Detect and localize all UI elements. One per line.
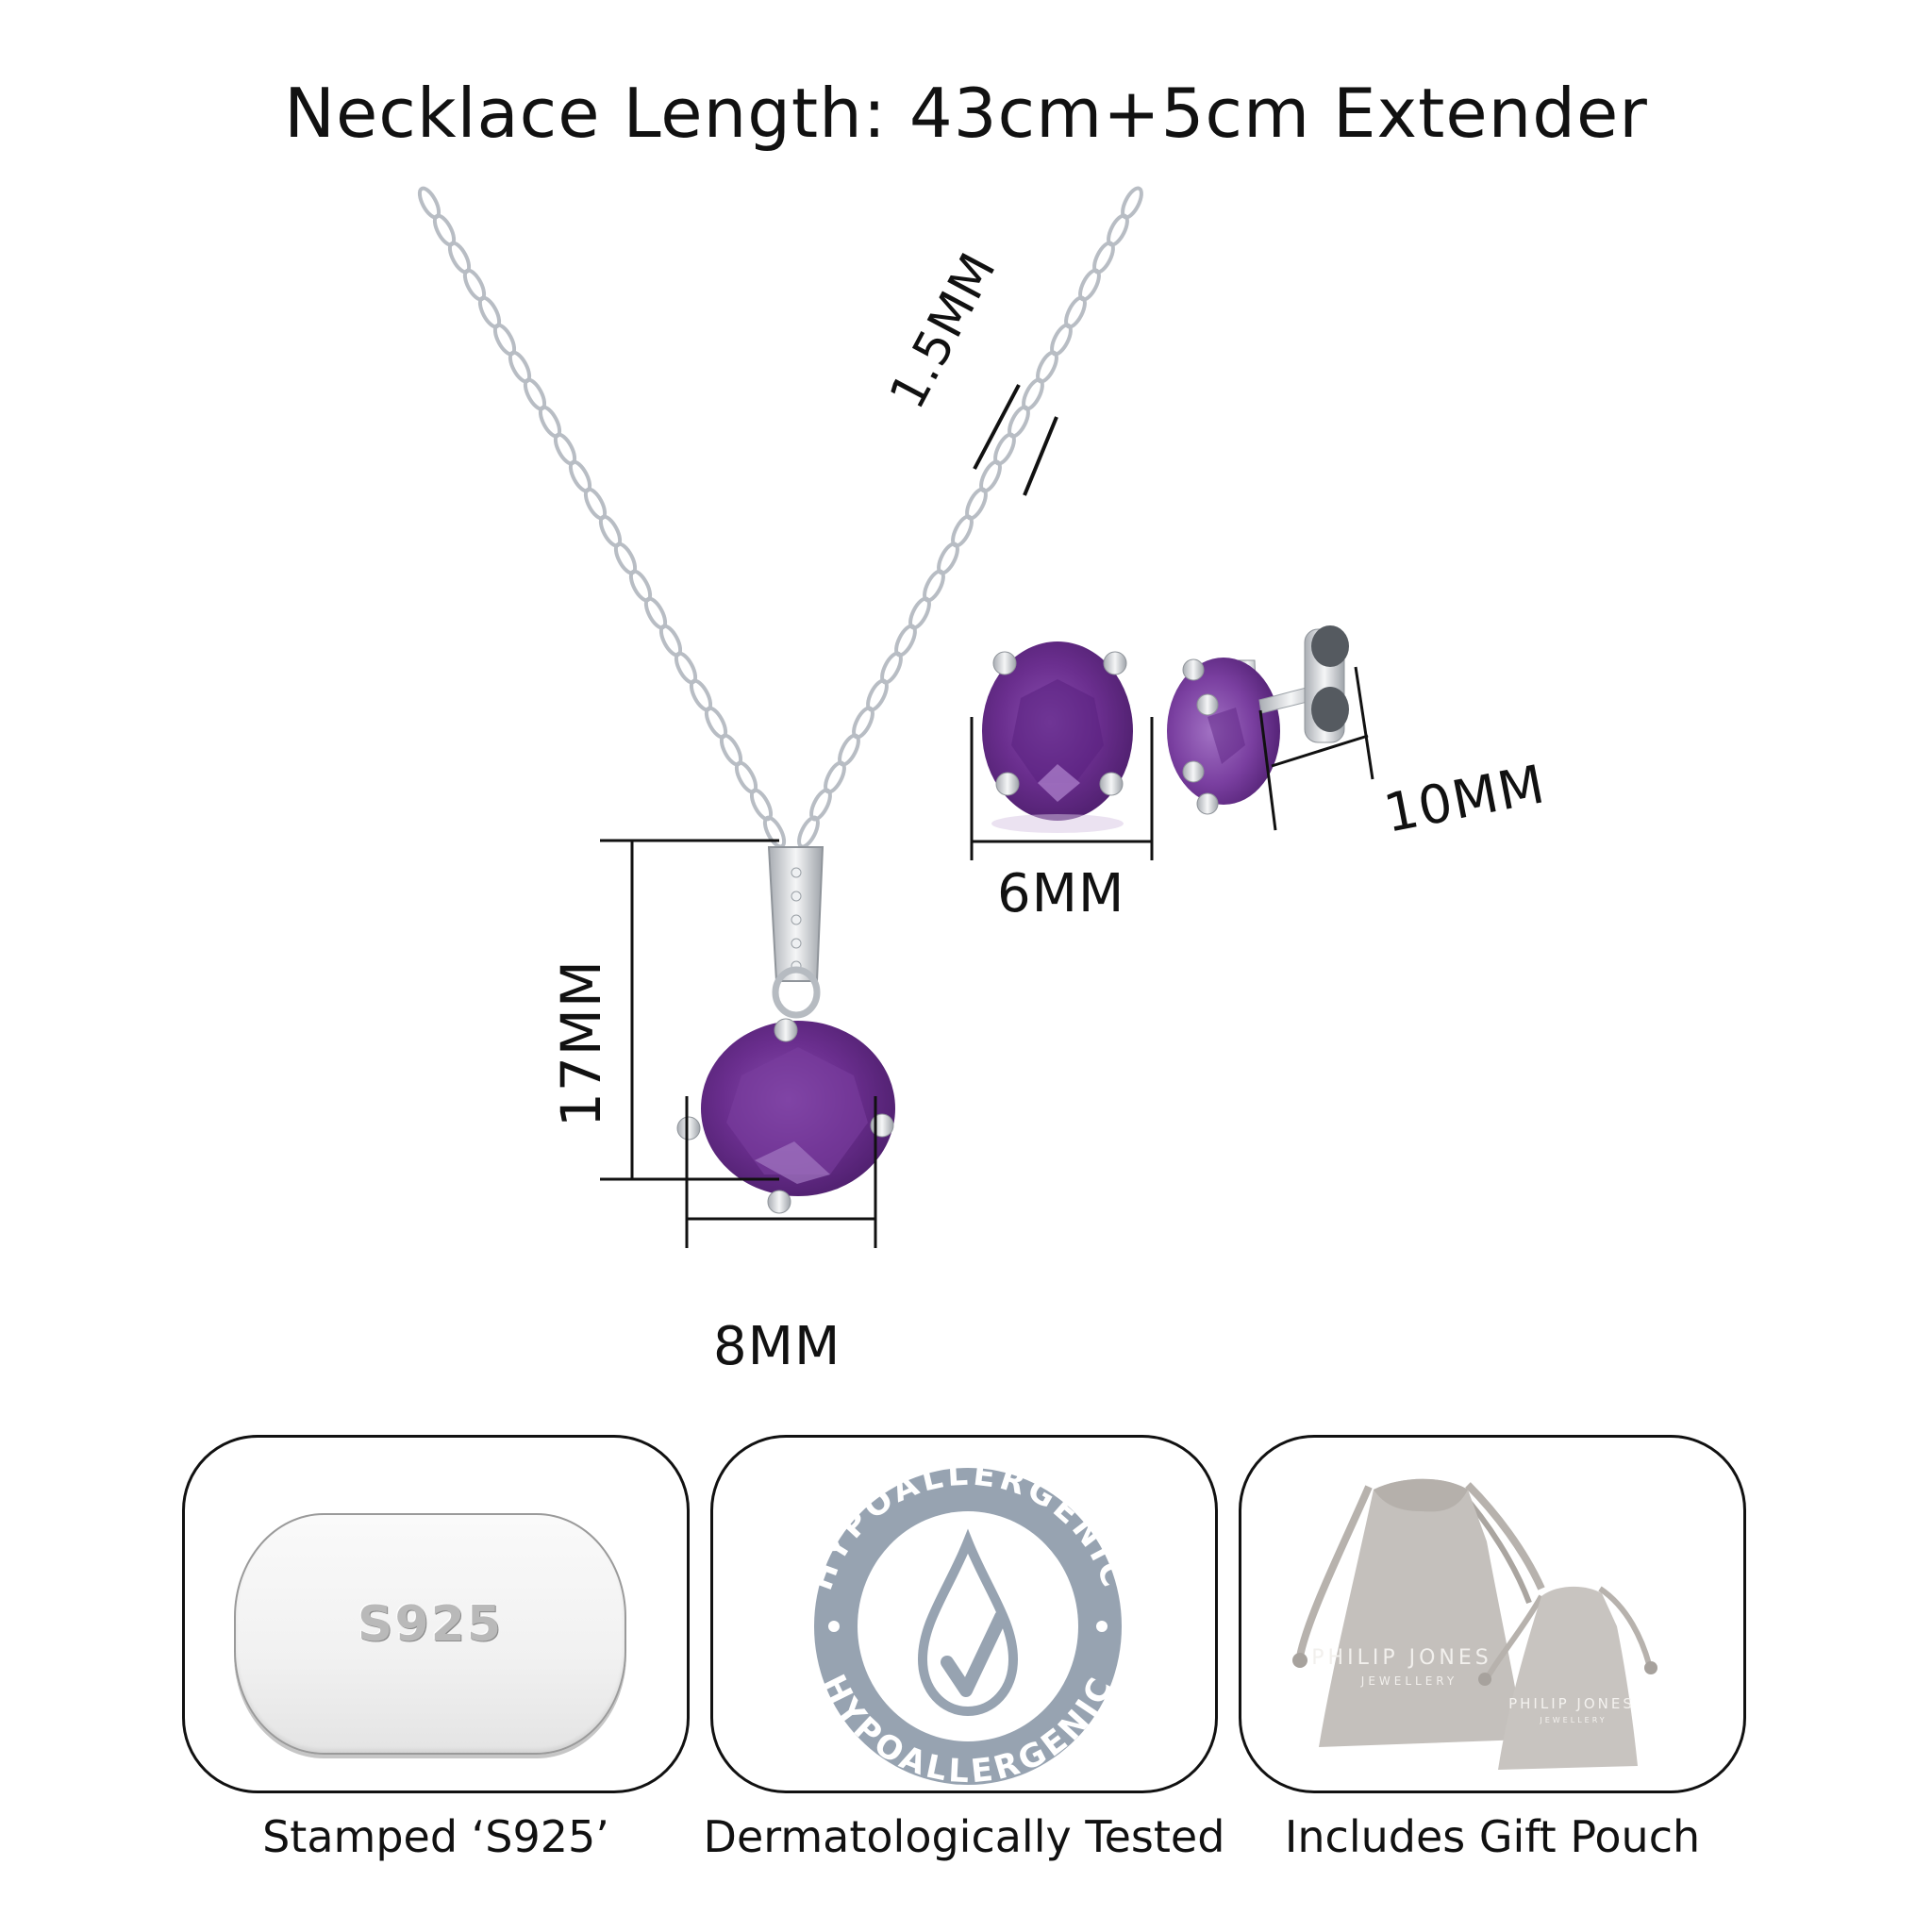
svg-text:PHILIP JONES: PHILIP JONES (1311, 1646, 1491, 1670)
dimension-10mm-lines (1258, 666, 1374, 831)
dimension-8mm-lines (685, 1096, 877, 1248)
svg-text:JEWELLERY: JEWELLERY (1360, 1674, 1457, 1688)
necklace-chain (417, 186, 1143, 849)
pendant-height-label: 17MM (549, 959, 613, 1127)
pendant-width-label: 8MM (713, 1316, 841, 1377)
stud-width-label: 6MM (997, 863, 1125, 924)
svg-text:PHILIP JONES: PHILIP JONES (1508, 1695, 1635, 1712)
stud-earring-side (1167, 625, 1349, 815)
pendant-bail (767, 846, 824, 1019)
feature-caption-stamp: Stamped ‘S925’ (262, 1811, 609, 1862)
svg-text:JEWELLERY: JEWELLERY (1539, 1716, 1607, 1724)
dimension-1-5mm-lines (973, 384, 1058, 496)
product-illustration (417, 186, 1374, 1248)
pendant-amethyst (676, 1018, 895, 1214)
feature-panel-hypoallergenic: HYPOALLERGENIC HYPOALLERGENIC (710, 1435, 1218, 1793)
stamp-text: S925 (358, 1596, 503, 1653)
dimension-6mm-lines (970, 717, 1154, 860)
gift-pouch-icon: PHILIP JONES JEWELLERY PHILIP JONES JEWE… (1292, 1478, 1657, 1770)
feature-caption-gift-pouch: Includes Gift Pouch (1284, 1811, 1701, 1862)
stud-earring-front (982, 641, 1133, 833)
dimension-17mm-lines (600, 839, 779, 1181)
feature-panel-gift-pouch: PHILIP JONES JEWELLERY PHILIP JONES JEWE… (1239, 1435, 1746, 1793)
feature-panel-stamp: S925 (182, 1435, 690, 1793)
hypoallergenic-badge-icon: HYPOALLERGENIC HYPOALLERGENIC (802, 1456, 1129, 1790)
stamped-tag-icon: S925 (234, 1513, 626, 1755)
page-title: Necklace Length: 43cm+5cm Extender (284, 74, 1648, 153)
feature-caption-hypoallergenic: Dermatologically Tested (703, 1811, 1225, 1862)
